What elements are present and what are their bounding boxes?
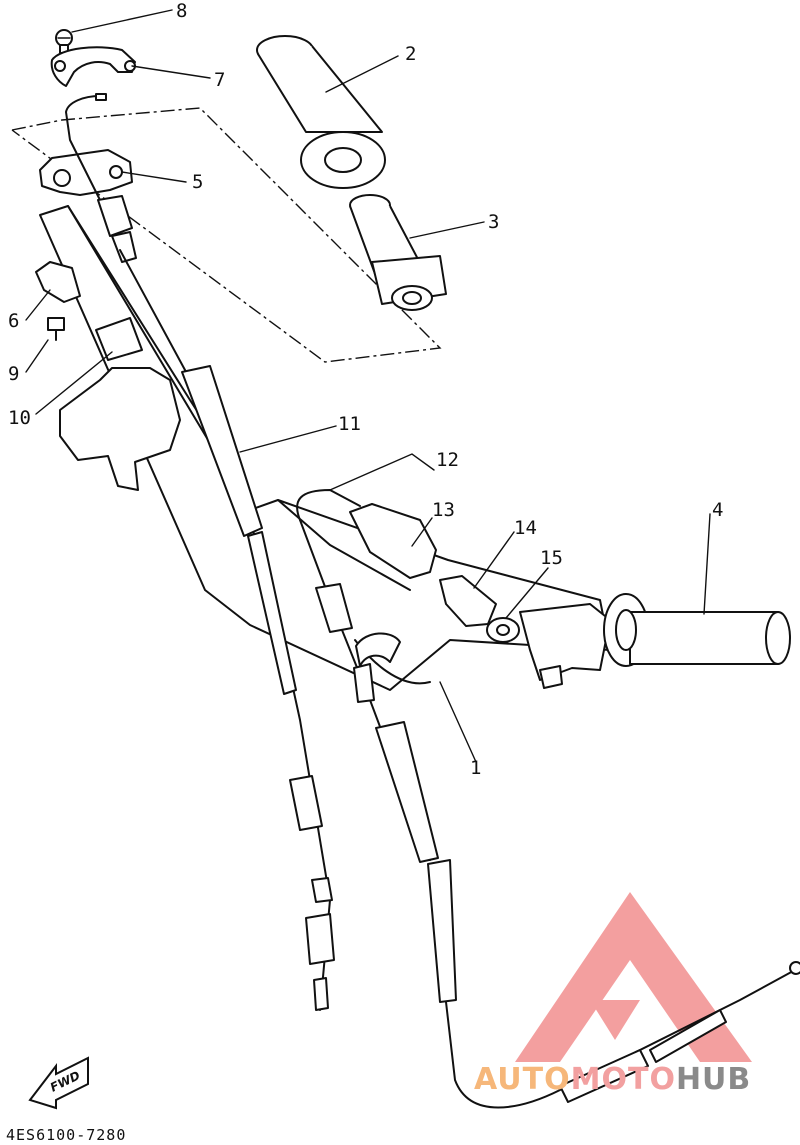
part-10-switch-housing <box>59 367 181 491</box>
callout-9: 9 <box>8 363 19 385</box>
callout-4: 4 <box>712 499 723 521</box>
part-3-throttle-tube <box>349 194 447 311</box>
callout-5: 5 <box>192 171 203 193</box>
watermark-text: AUTOMOTOHUB <box>474 1062 751 1097</box>
part-9-screw <box>47 317 65 341</box>
part-13-cable-holder <box>349 503 437 579</box>
fwd-arrow-icon: FWD <box>28 1056 89 1110</box>
part-12-clutch-cable <box>296 489 800 1109</box>
group-outline-throttle <box>11 107 442 363</box>
watermark-logo-icon <box>515 892 752 1062</box>
callout-11: 11 <box>338 413 361 435</box>
callout-7: 7 <box>214 69 225 91</box>
part-2-grip <box>256 35 386 189</box>
callout-15: 15 <box>540 547 563 569</box>
callout-1: 1 <box>470 757 481 779</box>
callout-8: 8 <box>176 0 187 22</box>
part-7-throttle-cap <box>50 46 136 87</box>
callout-2: 2 <box>405 43 416 65</box>
part-11-throttle-cable <box>119 249 335 1011</box>
diagram-code: 4ES6100-7280 <box>6 1126 127 1144</box>
part-4-grip <box>603 593 791 667</box>
callout-14: 14 <box>514 517 537 539</box>
watermark-part-hub: HUB <box>675 1062 752 1097</box>
callout-12: 12 <box>436 449 459 471</box>
watermark-part-auto: AUTO <box>474 1062 571 1097</box>
callout-3: 3 <box>488 211 499 233</box>
callout-6: 6 <box>8 310 19 332</box>
watermark-part-moto: MOTO <box>570 1062 676 1097</box>
part-6-clamp <box>35 261 81 303</box>
part-8-screw <box>55 29 73 54</box>
callout-13: 13 <box>432 499 455 521</box>
leader-lines <box>25 9 711 763</box>
part-15-locknut <box>486 617 520 643</box>
callout-10: 10 <box>8 407 31 429</box>
